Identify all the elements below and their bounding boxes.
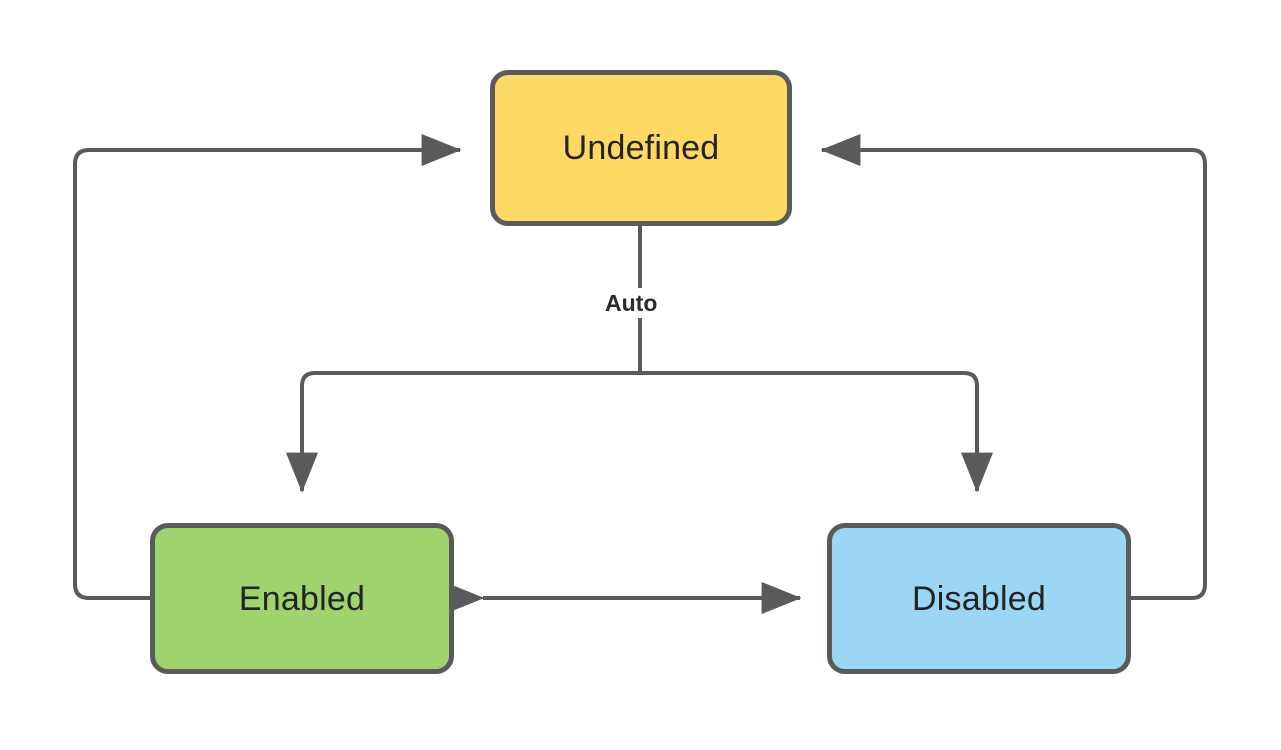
state-node-enabled[interactable]: Enabled [150,523,454,674]
edge-fork-to-enabled [286,371,640,493]
edge-label-auto: Auto [598,288,665,319]
state-node-undefined[interactable]: Undefined [490,70,792,226]
state-node-disabled-label: Disabled [912,579,1046,618]
edge-undefined-auto-fork[interactable] [286,226,993,493]
edge-enabled-to-undefined-line [73,134,462,600]
state-node-enabled-label: Enabled [238,579,366,618]
edge-enabled-to-undefined[interactable] [73,134,462,600]
state-node-undefined-label: Undefined [562,129,720,167]
edge-disabled-to-undefined[interactable] [820,134,1207,600]
edge-fork-to-disabled [640,371,993,493]
edge-disabled-to-undefined-line [820,134,1207,600]
state-node-disabled[interactable]: Disabled [827,523,1131,674]
